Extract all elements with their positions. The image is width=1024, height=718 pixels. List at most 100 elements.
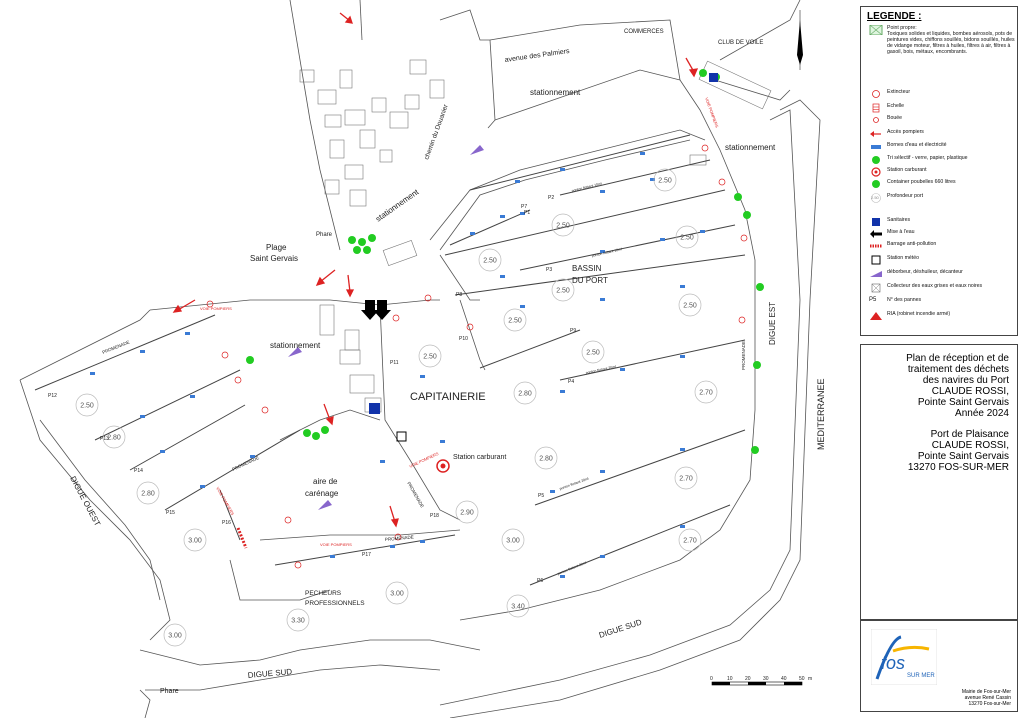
pontoon-line — [529, 504, 731, 586]
legend-item-label: Point propre: Toxiques solides et liquid… — [887, 25, 1015, 55]
plan-title: Plan de réception et de traitement des d… — [906, 353, 1009, 419]
commerces-label: COMMERCES — [624, 29, 664, 35]
pontoon-line — [34, 314, 216, 391]
pontoon-line — [164, 429, 301, 511]
recycle-sort-icon — [869, 155, 883, 165]
voie-pompiers-label: VOIE POMPIERS — [200, 306, 232, 311]
pontoon-line — [129, 404, 246, 471]
voie-pompiers-label: VOIE POMPIERS — [320, 542, 352, 547]
water-electric-terminals — [90, 152, 705, 578]
pontoon-labels: P1 P2 ponton flottant 10ml P3 ponton flo… — [48, 182, 622, 584]
port-map: 2.502.502.502.502.502.502.502.502.502.70… — [19, 0, 826, 718]
fire-access-arrow-icon — [869, 129, 883, 139]
pontoon-note: ponton flottant 10ml — [591, 247, 622, 258]
pontoon-line — [479, 329, 581, 369]
scale-labels: 0 10 20 30 40 50 m — [710, 676, 812, 682]
plage-label: Plage — [266, 243, 287, 252]
legend-item-label: Collecteur des eaux grises et eaux noire… — [887, 283, 983, 289]
scale-unit: m — [808, 676, 812, 682]
depth-label: 3.00 — [390, 591, 404, 598]
digue-sud-label: DIGUE SUD — [598, 618, 643, 640]
pecheurs-label-2: PROFESSIONNELS — [305, 600, 365, 607]
pontoon-note: ponton flottant 10ml — [571, 182, 602, 193]
depth-label: 2.80 — [107, 435, 121, 442]
fuel-station-icon — [436, 459, 450, 473]
pontoon-label: P5 — [538, 493, 544, 499]
legend-item-label: RIA (robinet incendie armé) — [887, 311, 951, 317]
depth-label: 3.00 — [168, 633, 182, 640]
promenade-label: PROMENADE — [231, 455, 259, 472]
pontoon-line — [219, 489, 241, 541]
voie-pompiers-label: VOIE POMPIERS — [704, 97, 720, 129]
pontoon-label: P1 — [524, 210, 530, 216]
legend-item-label: Bornes d'eau et électricité — [887, 142, 947, 148]
phare-top-label: Phare — [316, 232, 333, 238]
depth-label: 2.80 — [539, 456, 553, 463]
scale-tick: 40 — [781, 676, 787, 682]
pontoon-label: P4 — [568, 379, 574, 385]
legend-item-label: Extincteur — [887, 89, 911, 95]
depth-label: 2.50 — [556, 288, 570, 295]
pontoon-number-icon: P5 — [869, 297, 877, 303]
legend-item-label: Container poubelles 660 litres — [887, 179, 956, 185]
depth-labels: 2.502.502.502.502.502.502.502.502.502.70… — [80, 178, 713, 640]
fire-access-arrows — [172, 12, 699, 528]
pontoon-line — [454, 254, 746, 296]
north-arrow-icon — [797, 10, 803, 70]
aire-label: aire de — [313, 477, 338, 486]
weather-station-icon — [869, 255, 883, 265]
pontoon-label: P14 — [134, 468, 143, 474]
pontoon-line — [559, 159, 711, 196]
container-icon — [869, 179, 883, 189]
promenade-label: PROMENADE — [385, 534, 414, 542]
pontoon-line — [469, 134, 691, 191]
pontoon-line — [94, 369, 241, 441]
depth-label: 2.50 — [423, 354, 437, 361]
wastewater-collector-icon — [869, 283, 883, 293]
depth-label: 2.50 — [80, 403, 94, 410]
pontoon-line — [274, 534, 456, 566]
depth-label: 2.50 — [683, 303, 697, 310]
stationnement-top-label: stationnement — [530, 88, 581, 97]
recycling-point-icon — [869, 24, 883, 36]
pontoon-label: P7 — [521, 204, 527, 210]
avenue-palmiers-label: avenue des Palmiers — [504, 48, 570, 64]
scale-tick: 50 — [799, 676, 805, 682]
bassin-label-2: DU PORT — [572, 276, 608, 285]
legend-title: LEGENDE : — [867, 11, 922, 22]
aire-label-2: carénage — [305, 489, 339, 498]
legend-item-label: Bouée — [887, 115, 903, 121]
toilets-icon — [369, 403, 380, 414]
logo-text: fos — [881, 653, 905, 673]
launch-ramp-icon — [361, 300, 391, 320]
depth-label: 3.30 — [291, 618, 305, 625]
depth-label: 2.50 — [680, 235, 694, 242]
scale-tick: 10 — [727, 676, 733, 682]
pontoon-line — [519, 224, 736, 271]
ladder-icon — [869, 103, 883, 113]
digue-ouest-label: DIGUE OUEST — [68, 475, 102, 528]
pontoon-label: P13 — [100, 436, 109, 442]
depth-icon: 2.50 — [869, 193, 883, 203]
depth-label: 2.80 — [141, 491, 155, 498]
pontoon-label: P2 — [548, 195, 554, 201]
club-voile-label: CLUB DE VOILE — [718, 40, 763, 46]
stationnement-right-label: stationnement — [725, 143, 776, 152]
legend-item-label: Echelle — [887, 103, 905, 109]
pontoon-label: P12 — [48, 393, 57, 399]
legend-item-label: Sanitaires — [887, 217, 911, 223]
fuel-station-icon — [869, 167, 883, 177]
legend-item-label: Barrage anti-pollution — [887, 241, 937, 247]
legend-panel: LEGENDE : Point propre: Toxiques solides… — [860, 6, 1018, 336]
pontoon-label: P9 — [570, 328, 576, 334]
legend-item-label: N° des pannes — [887, 297, 922, 303]
pontoon-label: P15 — [166, 510, 175, 516]
toilets-icon — [709, 73, 718, 82]
port-address: Port de Plaisance CLAUDE ROSSI, Pointe S… — [907, 429, 1009, 473]
scale-tick: 30 — [763, 676, 769, 682]
title-block: Plan de réception et de traitement des d… — [860, 344, 1018, 620]
legend-item-label: déborbeur, déshuileur, décanteur — [887, 269, 963, 275]
buildings — [299, 59, 772, 413]
legend-item-label: Profondeur port — [887, 193, 924, 199]
pontoon-label: P6 — [537, 578, 543, 584]
